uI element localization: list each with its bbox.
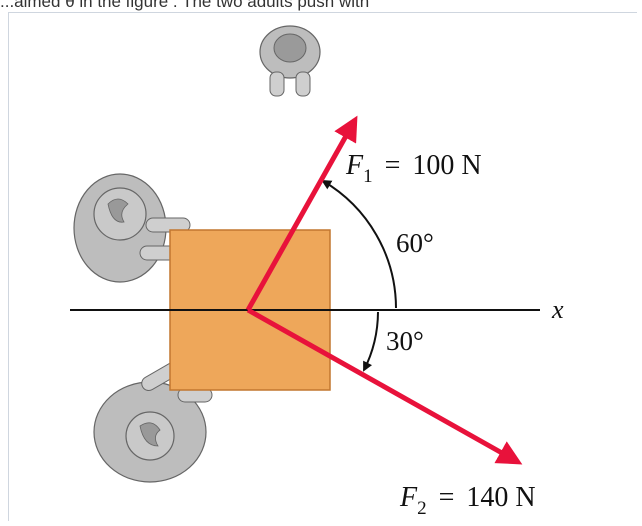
force-label-f1: F1 = 100 N — [345, 150, 482, 187]
person-top-view-icon — [73, 173, 191, 283]
force-subscript: 2 — [417, 498, 427, 519]
force-magnitude: 140 N — [466, 482, 535, 513]
angle-label-30: 30° — [386, 326, 424, 356]
x-axis-label: x — [551, 295, 564, 324]
force-symbol: F — [345, 150, 364, 181]
force-arrow-f1 — [245, 115, 358, 312]
force-symbol: F — [399, 482, 418, 513]
force-label-f2: F2 = 140 N — [399, 482, 536, 519]
angle-arc-60 — [321, 179, 397, 309]
equals-sign: = — [385, 150, 401, 181]
angle-arc-30 — [363, 311, 379, 372]
person-top-view-icon — [259, 25, 321, 97]
problem-caption: ...aimed θ in the figure . The two adult… — [0, 0, 370, 11]
angle-label-60: 60° — [396, 228, 434, 258]
force-subscript: 1 — [363, 166, 373, 187]
equals-sign: = — [439, 482, 455, 513]
force-magnitude: 100 N — [412, 150, 481, 181]
force-arrow-f2 — [246, 307, 523, 465]
